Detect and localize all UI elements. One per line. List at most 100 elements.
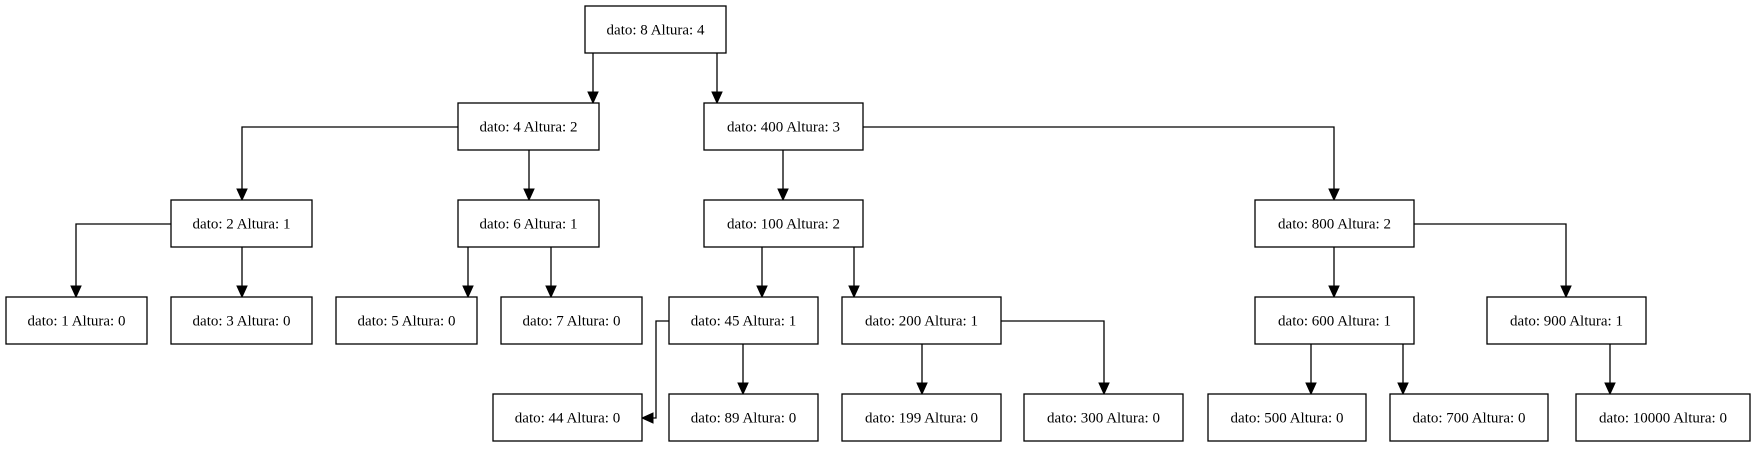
edge-n4-to-n2 — [236, 126, 458, 202]
node-label: dato: 200 Altura: 1 — [865, 314, 978, 330]
node-box — [457, 102, 600, 151]
arrowhead — [1560, 285, 1572, 299]
node-box — [170, 296, 313, 345]
tree-node-45: dato: 45 Altura: 1 — [668, 296, 819, 345]
edge-n100-to-n200 — [848, 247, 860, 299]
node-label: dato: 4 Altura: 2 — [480, 120, 578, 136]
node-box — [1254, 296, 1415, 345]
node-box — [492, 393, 643, 442]
edge-line — [863, 126, 1335, 189]
node-label: dato: 8 Altura: 4 — [607, 23, 705, 39]
arrowhead — [848, 285, 860, 299]
edge-n800-to-n900 — [1414, 223, 1572, 299]
tree-node-7: dato: 7 Altura: 0 — [500, 296, 643, 345]
tree-node-44: dato: 44 Altura: 0 — [492, 393, 643, 442]
node-label: dato: 1 Altura: 0 — [28, 314, 126, 330]
tree-node-700: dato: 700 Altura: 0 — [1389, 393, 1549, 442]
edge-n8-to-n400 — [711, 53, 723, 105]
edge-n100-to-n45 — [756, 247, 768, 299]
node-box — [170, 199, 313, 248]
arrowhead — [1098, 382, 1110, 396]
edge-line — [1001, 320, 1105, 383]
node-label: dato: 45 Altura: 1 — [691, 314, 796, 330]
node-box — [668, 393, 819, 442]
edge-n900-to-n10000 — [1604, 344, 1616, 396]
edge-line — [241, 126, 458, 189]
node-box — [703, 102, 864, 151]
tree-node-6: dato: 6 Altura: 1 — [457, 199, 600, 248]
arrowhead — [640, 412, 654, 424]
arrowhead — [1305, 382, 1317, 396]
tree-node-500: dato: 500 Altura: 0 — [1207, 393, 1367, 442]
edge-n200-to-n300 — [1001, 320, 1110, 396]
arrowhead — [756, 285, 768, 299]
node-label: dato: 10000 Altura: 0 — [1599, 411, 1727, 427]
node-label: dato: 800 Altura: 2 — [1278, 217, 1391, 233]
tree-node-600: dato: 600 Altura: 1 — [1254, 296, 1415, 345]
edge-line — [75, 223, 171, 286]
node-label: dato: 300 Altura: 0 — [1047, 411, 1160, 427]
node-label: dato: 6 Altura: 1 — [480, 217, 578, 233]
node-label: dato: 5 Altura: 0 — [358, 314, 456, 330]
tree-node-200: dato: 200 Altura: 1 — [841, 296, 1002, 345]
node-box — [703, 199, 864, 248]
tree-node-400: dato: 400 Altura: 3 — [703, 102, 864, 151]
arrowhead — [236, 188, 248, 202]
node-box — [668, 296, 819, 345]
edge-n200-to-n199 — [916, 344, 928, 396]
edge-line — [1414, 223, 1567, 286]
node-label: dato: 400 Altura: 3 — [727, 120, 840, 136]
arrowhead — [777, 188, 789, 202]
arrowhead — [523, 188, 535, 202]
arrowhead — [70, 285, 82, 299]
edge-n45-to-n44 — [640, 320, 669, 424]
tree-node-199: dato: 199 Altura: 0 — [841, 393, 1002, 442]
node-label: dato: 2 Altura: 1 — [193, 217, 291, 233]
edge-n400-to-n800 — [863, 126, 1340, 202]
node-label: dato: 900 Altura: 1 — [1510, 314, 1623, 330]
node-box — [1207, 393, 1367, 442]
node-label: dato: 89 Altura: 0 — [691, 411, 796, 427]
edge-n600-to-n500 — [1305, 344, 1317, 396]
node-box — [1575, 393, 1751, 442]
tree-node-8: dato: 8 Altura: 4 — [584, 5, 727, 54]
arrowhead — [1397, 382, 1409, 396]
edge-n4-to-n6 — [523, 150, 535, 202]
node-box — [335, 296, 478, 345]
edge-n2-to-n1 — [70, 223, 171, 299]
arrowhead — [1328, 285, 1340, 299]
node-label: dato: 44 Altura: 0 — [515, 411, 620, 427]
edge-n45-to-n89 — [737, 344, 749, 396]
node-box — [841, 393, 1002, 442]
arrowhead — [711, 91, 723, 105]
node-label: dato: 100 Altura: 2 — [727, 217, 840, 233]
tree-node-89: dato: 89 Altura: 0 — [668, 393, 819, 442]
edge-line — [653, 320, 669, 419]
node-box — [1254, 199, 1415, 248]
edge-n2-to-n3 — [236, 247, 248, 299]
tree-node-300: dato: 300 Altura: 0 — [1023, 393, 1184, 442]
arrowhead — [916, 382, 928, 396]
tree-node-3: dato: 3 Altura: 0 — [170, 296, 313, 345]
node-box — [1486, 296, 1647, 345]
node-box — [1389, 393, 1549, 442]
edge-n800-to-n600 — [1328, 247, 1340, 299]
tree-node-1: dato: 1 Altura: 0 — [5, 296, 148, 345]
node-box — [1023, 393, 1184, 442]
tree-node-5: dato: 5 Altura: 0 — [335, 296, 478, 345]
node-box — [5, 296, 148, 345]
arrowhead — [1328, 188, 1340, 202]
node-label: dato: 500 Altura: 0 — [1231, 411, 1344, 427]
node-label: dato: 700 Altura: 0 — [1413, 411, 1526, 427]
edge-n8-to-n4 — [587, 53, 599, 105]
tree-node-100: dato: 100 Altura: 2 — [703, 199, 864, 248]
tree-node-900: dato: 900 Altura: 1 — [1486, 296, 1647, 345]
tree-node-4: dato: 4 Altura: 2 — [457, 102, 600, 151]
tree-node-2: dato: 2 Altura: 1 — [170, 199, 313, 248]
tree-node-10000: dato: 10000 Altura: 0 — [1575, 393, 1751, 442]
edges-layer — [70, 53, 1616, 424]
node-box — [584, 5, 727, 54]
edge-n400-to-n100 — [777, 150, 789, 202]
node-box — [457, 199, 600, 248]
